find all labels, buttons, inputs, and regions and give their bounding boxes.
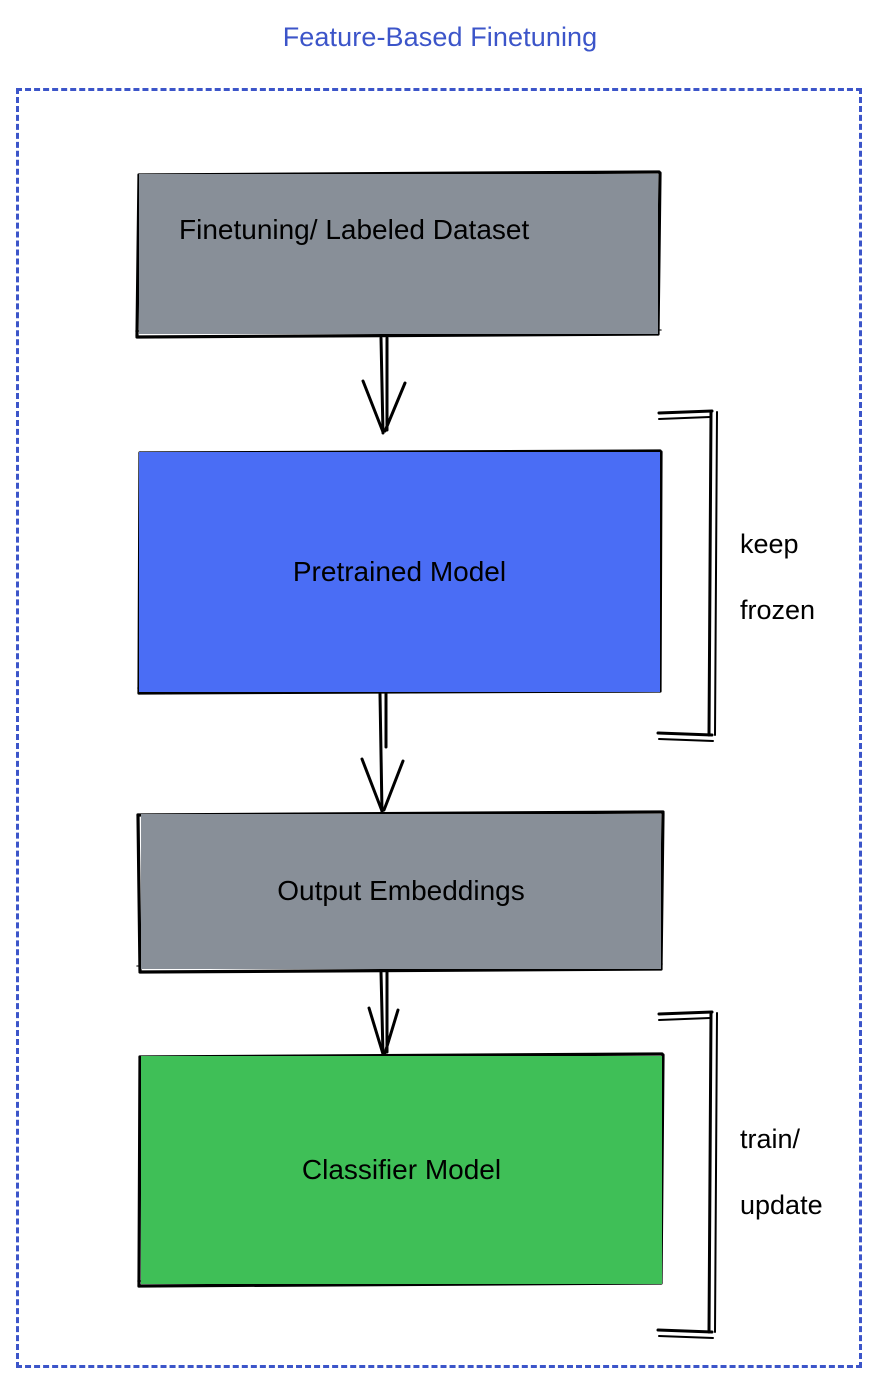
annotation-keep-frozen-line2: frozen bbox=[740, 594, 816, 625]
page-title: Feature-Based Finetuning bbox=[282, 22, 598, 52]
node-label-classifier: Classifier Model bbox=[301, 1153, 502, 1185]
node-pretrained-model[interactable]: Pretrained Model bbox=[139, 452, 660, 692]
node-label-dataset: Finetuning/ Labeled Dataset bbox=[179, 213, 530, 245]
dashed-boundary bbox=[16, 88, 862, 1368]
node-output-embeddings[interactable]: Output Embeddings bbox=[141, 814, 661, 969]
annotation-keep-frozen: keep frozen bbox=[740, 495, 815, 660]
annotation-train-update: train/ update bbox=[740, 1090, 823, 1255]
node-classifier-model[interactable]: Classifier Model bbox=[141, 1056, 662, 1284]
node-finetuning-labeled-dataset[interactable]: Finetuning/ Labeled Dataset bbox=[139, 174, 658, 334]
node-label-pretrained: Pretrained Model bbox=[292, 555, 507, 587]
annotation-train-update-line2: update bbox=[740, 1189, 823, 1220]
annotation-keep-frozen-line1: keep bbox=[740, 528, 799, 559]
annotation-train-update-line1: train/ bbox=[740, 1123, 801, 1154]
node-label-embeddings: Output Embeddings bbox=[277, 875, 525, 907]
